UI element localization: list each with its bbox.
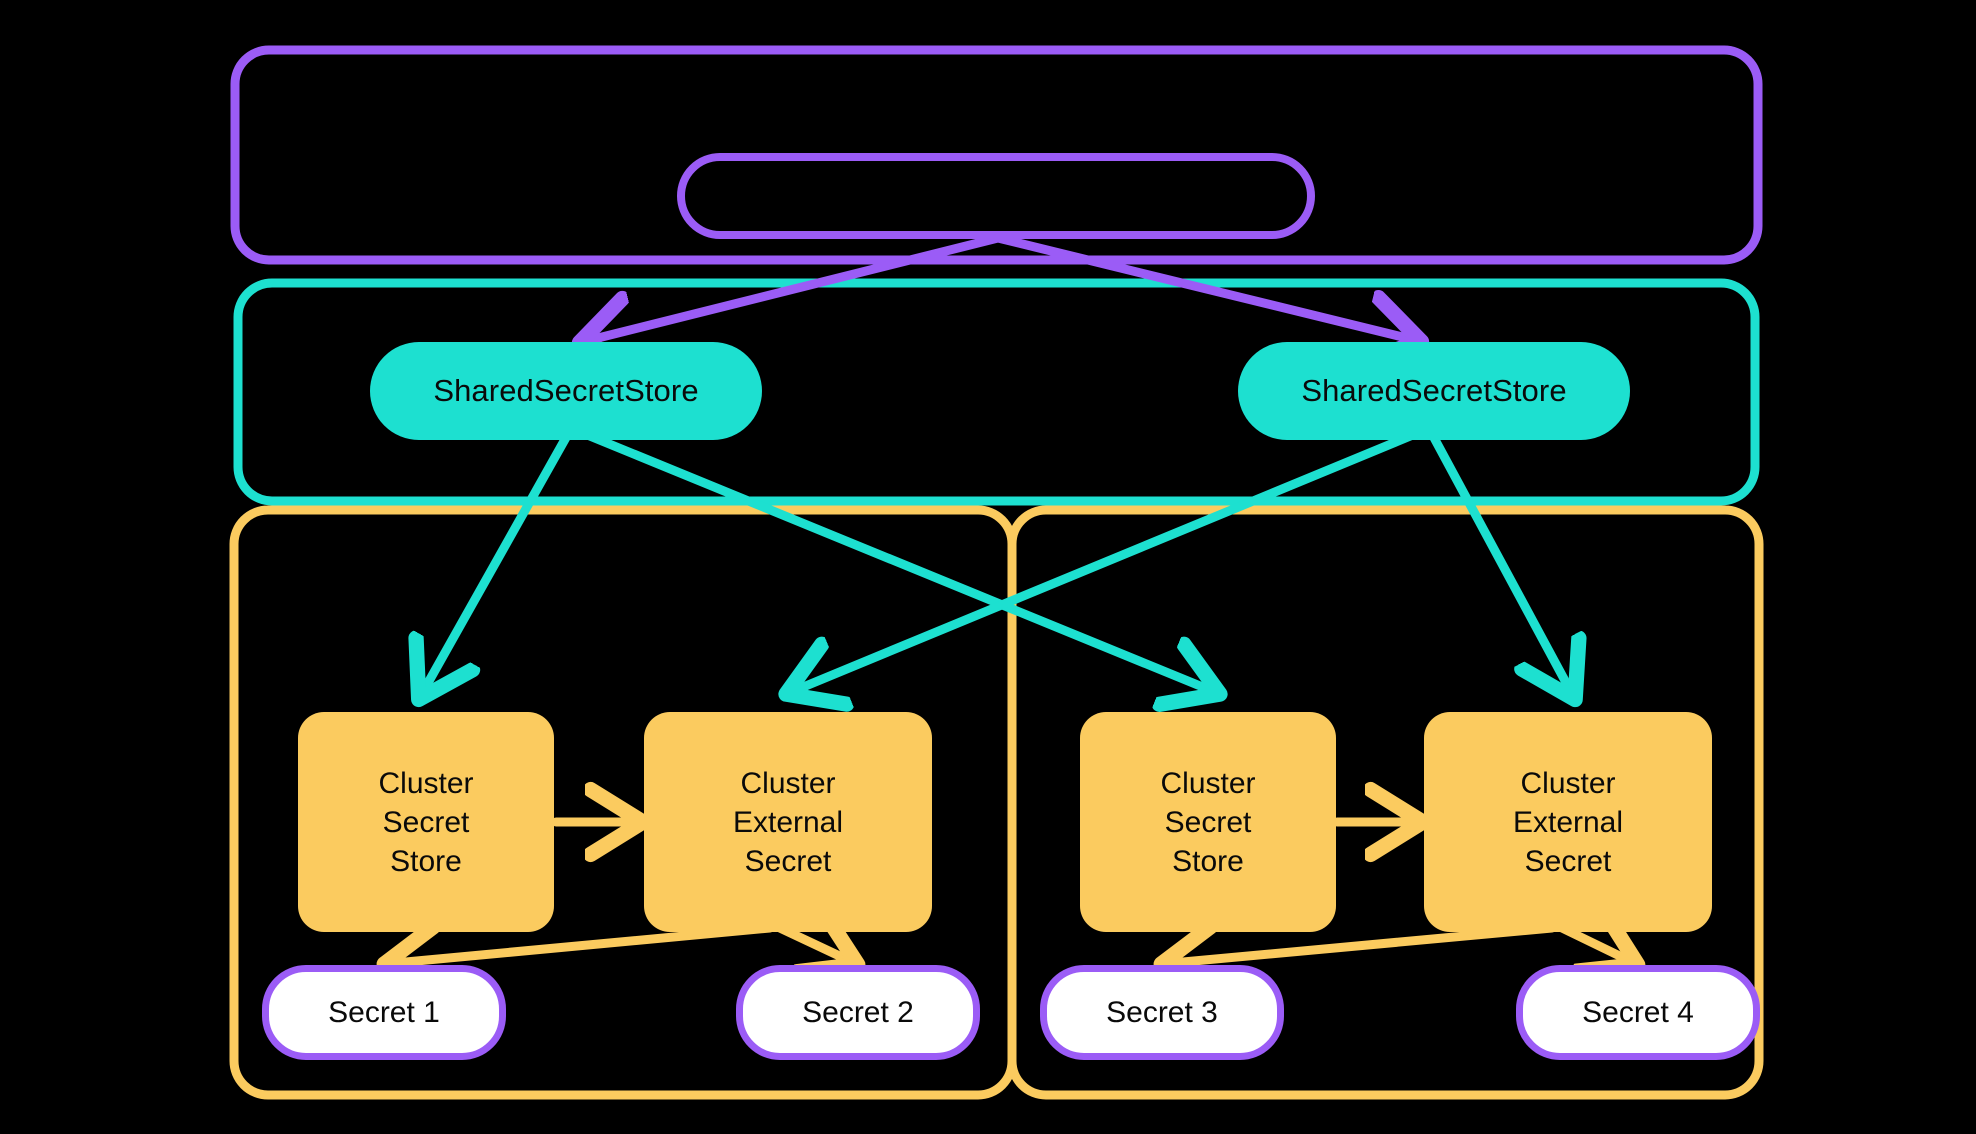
edge-external-right-to-secret-3 [1172, 928, 1557, 963]
node-cluster-external-secret-left[interactable]: Cluster External Secret [644, 712, 932, 932]
edge-sharedL-to-cluster-secret-store-right [575, 427, 1210, 690]
node-label: Cluster External Secret [732, 766, 844, 878]
node-secret-3[interactable]: Secret 3 [1040, 965, 1284, 1060]
edge-sharedR-to-cluster-external-secret-left [796, 427, 1425, 690]
edge-external-right-to-secret-4 [1557, 928, 1628, 960]
node-label: Cluster Secret Store [378, 766, 474, 878]
node-label: SharedSecretStore [433, 372, 699, 408]
edge-pill-to-shared-right [993, 233, 1411, 339]
edge-external-left-to-secret-1 [395, 928, 775, 963]
node-label: Cluster External Secret [1512, 766, 1624, 878]
node-secret-1[interactable]: Secret 1 [262, 965, 506, 1060]
node-cluster-secret-store-left[interactable]: Cluster Secret Store [298, 712, 554, 932]
edge-external-left-to-secret-2 [775, 928, 848, 960]
edge-pill-to-shared-left [590, 233, 1003, 340]
node-label: Secret 4 [1582, 996, 1694, 1029]
node-cluster-external-secret-right[interactable]: Cluster External Secret [1424, 712, 1712, 932]
container-outlines [229, 45, 1764, 1100]
node-cluster-secret-store-right[interactable]: Cluster Secret Store [1080, 712, 1336, 932]
node-shared-secret-store-right[interactable]: SharedSecretStore [1238, 342, 1630, 440]
edge-sharedL-to-cluster-secret-store-left [424, 429, 573, 690]
node-shared-secret-store-left[interactable]: SharedSecretStore [370, 342, 762, 440]
node-label: Secret 1 [328, 996, 440, 1029]
node-secret-2[interactable]: Secret 2 [736, 965, 980, 1060]
node-label: SharedSecretStore [1301, 372, 1567, 408]
node-label: Secret 2 [802, 996, 914, 1029]
node-label: Secret 3 [1106, 996, 1218, 1029]
inner-purple-pill [677, 153, 1315, 239]
node-secret-4[interactable]: Secret 4 [1516, 965, 1760, 1060]
edge-sharedR-to-cluster-external-secret-right [1427, 429, 1570, 690]
outer-purple-region [230, 45, 1763, 265]
node-label: Cluster Secret Store [1160, 766, 1256, 878]
